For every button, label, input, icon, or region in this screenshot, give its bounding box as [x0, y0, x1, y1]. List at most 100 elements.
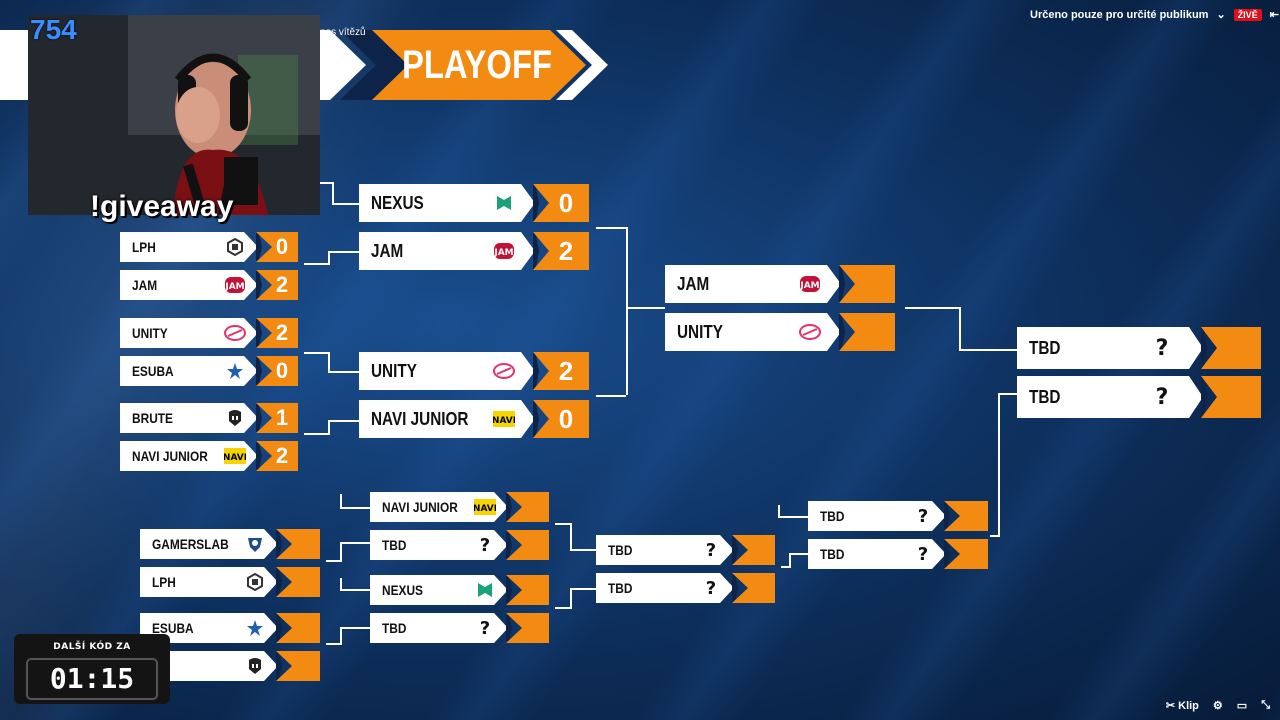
team-score: 0 — [558, 403, 574, 434]
score-box: 0 — [256, 356, 298, 386]
connector-line — [998, 393, 1000, 537]
connector-line — [340, 542, 342, 562]
connector-line — [778, 516, 808, 518]
card-divider — [533, 400, 539, 438]
score-box: 0 — [256, 232, 298, 262]
connector-line — [905, 307, 959, 309]
lower-round2-row: TBD? — [370, 530, 549, 560]
connector-line — [328, 251, 359, 253]
streamer-silhouette-icon — [28, 15, 320, 215]
team-name: NAVI JUNIOR — [382, 499, 458, 515]
lph-logo-icon — [240, 567, 270, 597]
card-divider — [1201, 376, 1207, 418]
connector-line — [326, 643, 340, 645]
question-mark: ? — [479, 617, 491, 639]
playoff-title: PLAYOFF — [401, 43, 553, 87]
connector-line — [340, 627, 370, 629]
player-controls: ✂ Klip ⚙ ▭ ⤡ — [1166, 699, 1270, 712]
connector-line — [304, 352, 328, 354]
question-mark: ? — [917, 505, 929, 527]
connector-line — [570, 588, 572, 609]
team-score: 2 — [275, 443, 289, 468]
svg-text:JAM: JAM — [224, 282, 244, 292]
team-name: ESUBA — [132, 363, 174, 379]
fullscreen-icon[interactable]: ⤡ — [1261, 699, 1270, 711]
score-box — [276, 651, 320, 681]
brute-logo-icon — [240, 651, 270, 681]
score-box: 0 — [533, 184, 589, 222]
team-name: JAM — [132, 277, 158, 293]
team-name: UNITY — [132, 325, 168, 341]
clip-button[interactable]: ✂ Klip — [1166, 699, 1199, 712]
team-card: TBD — [1017, 327, 1203, 369]
score-box — [506, 613, 549, 643]
connector-line — [596, 395, 626, 397]
card-divider — [732, 535, 738, 565]
team-score: 0 — [275, 358, 289, 383]
question-mark: ? — [705, 577, 717, 599]
card-divider — [256, 356, 262, 386]
audience-label[interactable]: Určeno pouze pro určité publikum — [1030, 8, 1209, 21]
team-name: UNITY — [677, 321, 723, 342]
esuba-logo-icon — [240, 613, 270, 643]
jam-logo-icon: JAM — [220, 270, 250, 300]
connector-line — [555, 523, 570, 525]
team-card: TBD — [808, 501, 946, 531]
team-score: 1 — [275, 405, 289, 430]
settings-icon[interactable]: ⚙ — [1212, 700, 1223, 712]
score-box: 2 — [256, 441, 298, 471]
team-name: ESUBA — [152, 620, 194, 636]
connector-line — [340, 507, 370, 509]
connector-line — [332, 203, 359, 205]
chevron-down-icon[interactable]: ⌄ — [1216, 9, 1226, 21]
score-box: 2 — [256, 318, 298, 348]
team-name: TBD — [608, 580, 633, 596]
lower-round3-row: TBD? — [596, 573, 775, 603]
svg-text:JAM: JAM — [493, 248, 513, 258]
grand-final-row: TBD? — [1017, 327, 1261, 369]
connector-line — [789, 553, 791, 568]
card-divider — [276, 613, 282, 643]
navi-logo-icon: NAVI — [470, 492, 500, 522]
connector-line — [789, 553, 808, 555]
score-box — [944, 539, 988, 569]
svg-text:NAVI: NAVI — [474, 504, 496, 514]
jam-logo-icon: JAM — [489, 232, 519, 270]
team-name: TBD — [820, 508, 845, 524]
countdown-label: DALŠÍ KÓD ZA — [53, 642, 131, 652]
connector-line — [555, 607, 570, 609]
connector-line — [320, 182, 332, 184]
card-divider — [533, 184, 539, 222]
giveaway-command: !giveaway — [90, 190, 234, 223]
score-box — [506, 530, 549, 560]
card-divider — [276, 567, 282, 597]
connector-line — [328, 420, 330, 435]
connector-line — [328, 371, 359, 373]
card-divider — [256, 318, 262, 348]
unity-logo-icon — [220, 318, 250, 348]
score-box: 0 — [533, 400, 589, 438]
score-box — [732, 535, 775, 565]
team-name: UNITY — [371, 360, 417, 381]
card-divider — [944, 501, 950, 531]
connector-line — [626, 227, 628, 395]
jam-logo-icon: JAM — [795, 265, 825, 303]
score-box — [1201, 327, 1261, 369]
card-divider — [276, 651, 282, 681]
card-divider — [839, 265, 845, 303]
team-card: TBD — [1017, 376, 1203, 418]
card-divider — [256, 232, 262, 262]
score-box — [276, 529, 320, 559]
team-card: TBD — [808, 539, 946, 569]
grand-final-row: TBD? — [1017, 376, 1261, 418]
score-box: 2 — [533, 232, 589, 270]
exit-icon[interactable]: ⇤ — [1269, 9, 1279, 21]
theater-mode-icon[interactable]: ▭ — [1236, 700, 1248, 712]
question-mark: ? — [1155, 335, 1169, 361]
header-fragment: pas vítězů — [320, 27, 366, 38]
